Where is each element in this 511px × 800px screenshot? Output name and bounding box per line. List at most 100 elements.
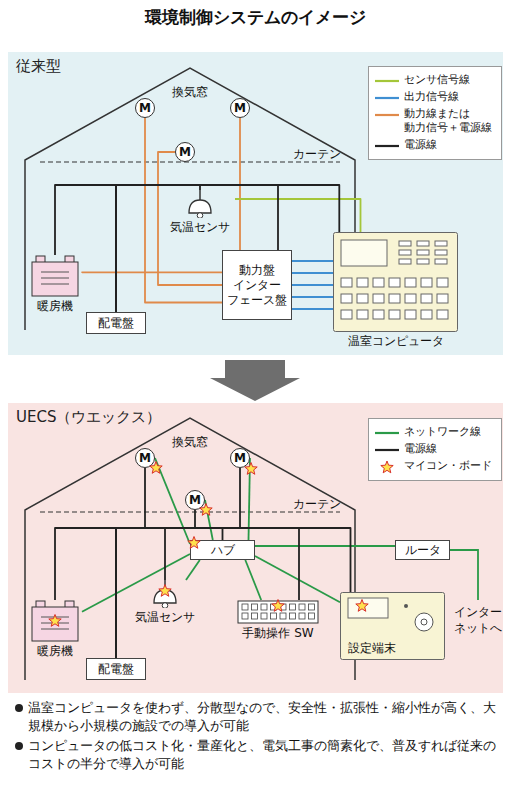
manual-switch: 手動操作 SW [236,600,320,641]
node-text: 手動操作 SW [236,626,320,641]
graphic-part [437,278,448,287]
graphic-part [389,294,400,303]
legend-row: ネットワーク線 [374,425,496,440]
graphic-part [417,241,429,246]
legend-sample [374,139,400,153]
graphic-part [399,241,411,246]
node-text: 気温センサ [130,610,200,625]
legend-text: マイコン・ボード [404,459,496,473]
legend-sample [374,460,400,474]
wire-line [82,271,222,273]
graphic-part [435,250,447,255]
connector [116,528,299,658]
graphic-part [299,604,305,610]
graphic-part [357,294,368,303]
node-text: M [234,102,246,114]
wire-line [158,152,222,285]
graphic-part [341,310,352,319]
legend-row: 電源線 [374,138,496,153]
node-text: M [139,452,151,464]
node-text: M [234,452,246,464]
wire-line [292,284,333,286]
diagram-title: 環境制御システムのイメージ [0,6,511,28]
wire-line [186,560,200,580]
wire-line [116,528,165,658]
connector [55,185,116,312]
graphic-part [405,294,416,303]
legend-text: 動力線または 動力信号＋電源線 [404,107,496,136]
graphic-part [252,604,258,610]
graphic-part [421,278,432,287]
wire-line [116,528,299,658]
wire-line [82,554,190,612]
wire-line [116,528,223,658]
connector [245,560,261,600]
wire-line [116,185,200,312]
connector [116,185,200,312]
greenhouse-outline [25,418,355,680]
greenhouse-computer: 温室コンピュータ [333,232,458,349]
node-text: 気温センサ [165,220,235,235]
star-sample [381,461,393,473]
graphic-part [421,619,427,625]
curtain-line [40,161,340,162]
connector [116,528,351,658]
board-star [49,615,61,627]
heater-icon [28,255,82,297]
node-text: 従来型 [8,52,69,82]
graphic-part [357,310,368,319]
bullet-dot [15,742,23,750]
graphic-part [271,613,277,619]
graphic-part [405,278,416,287]
connector [186,560,200,580]
connector [155,458,190,544]
wire-line [116,468,240,658]
graphic-part [437,310,448,319]
wire-line [292,308,333,310]
node-text: 暖房機 [28,644,82,659]
graphic-part [389,310,400,319]
connector [255,546,395,547]
bullet-note: コンピュータの低コスト化・量産化と、電気工事の簡素化で、普及すれば従来のコストの… [28,737,502,772]
graphic-part [162,603,168,608]
wire-line [255,545,395,547]
connector [82,554,190,612]
motor-symbol: M [135,98,155,118]
wire-line [55,185,116,312]
heater: 暖房機 [28,600,82,659]
power-panel-box: 動力盤 インター フェース盤 [222,250,292,320]
setting-terminal: 設定端末 [340,592,445,660]
motor-symbol: M [135,448,155,468]
graphic-part [334,233,458,332]
legend-text: センサ信号線 [404,73,496,87]
graphic-part [238,601,318,623]
graphic-part [199,190,201,200]
wire-line [245,560,261,600]
graphic-part [341,278,352,287]
node-text: 暖房機 [28,299,82,314]
graphic-part [341,240,387,266]
wire-line [116,528,351,658]
graphic-part [242,604,248,610]
graphic-part [435,259,447,264]
graphic-part [435,241,447,246]
node-text: ルータ [405,543,441,558]
connector [116,528,165,658]
graphic-part [417,259,429,264]
graphic-part [164,580,166,590]
connector [116,468,240,658]
wire-line [292,272,333,274]
graphic-part [341,593,445,660]
graphic-part [32,262,78,296]
graphic-part [280,604,286,610]
bullet-note: 温室コンピュータを使わず、分散型なので、安全性・拡張性・縮小性が高く、大規模から… [28,699,502,734]
wire-line [116,468,145,658]
connector [292,261,333,309]
legend-sample [374,91,400,105]
wire-line [116,510,195,658]
graphic-part [341,294,352,303]
graphic-part [357,278,368,287]
board-star [245,463,257,475]
heater-icon [28,600,82,642]
internet-line [450,550,478,600]
